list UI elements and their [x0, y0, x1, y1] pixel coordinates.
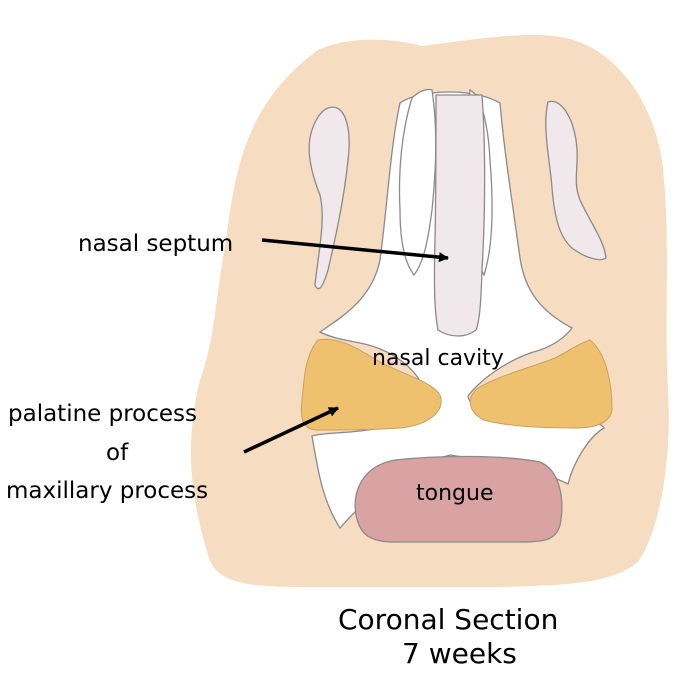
- nasal-septum: [433, 94, 486, 337]
- tongue: [354, 455, 563, 543]
- right-turbinate: [545, 100, 607, 261]
- caption-line2: 7 weeks: [402, 637, 517, 670]
- palatine-process-label-line2: of: [106, 440, 129, 466]
- palatine-process-label-line3: maxillary process: [6, 478, 209, 504]
- left-turbinate: [308, 106, 350, 290]
- palatine-process-arrow: [243, 406, 339, 454]
- palatine-process-label-line1: palatine process: [8, 401, 198, 427]
- nasal-septum-arrow: [261, 238, 449, 263]
- nasal-cavity-label: nasal cavity: [372, 346, 504, 371]
- caption-line1: Coronal Section: [338, 603, 559, 636]
- tongue-label: tongue: [416, 481, 494, 506]
- nasal-septum-label: nasal septum: [78, 231, 234, 257]
- palatine-shelf-right: [469, 339, 613, 429]
